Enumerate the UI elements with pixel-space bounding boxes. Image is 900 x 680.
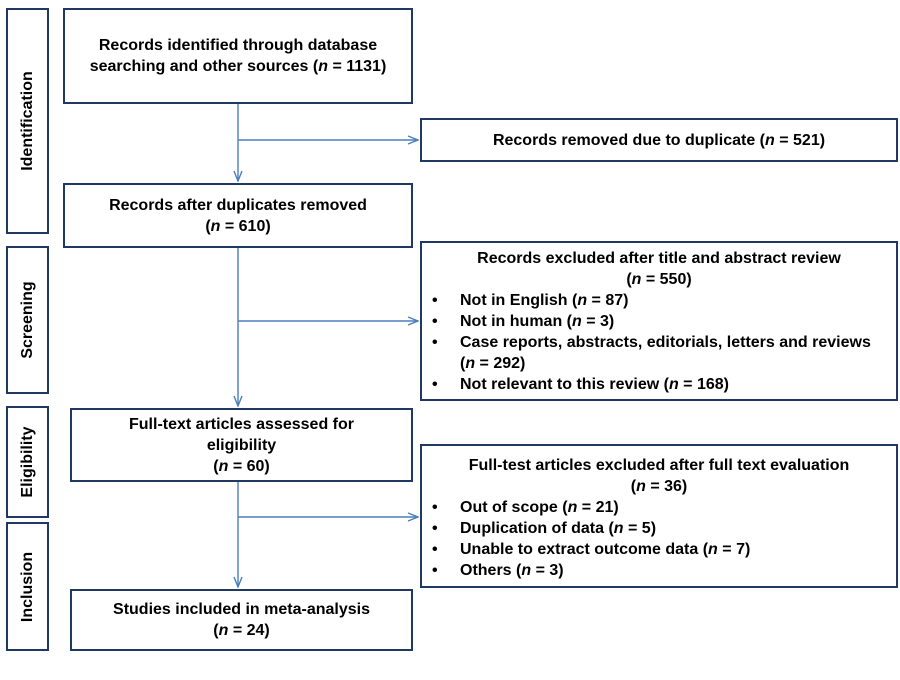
- fulltext-assessed-line1: Full-text articles assessed for: [129, 415, 354, 433]
- phase-eligibility: Eligibility: [6, 406, 49, 518]
- records-removed-duplicate-box: Records removed due to duplicate (n = 52…: [420, 118, 898, 162]
- records-removed-duplicate-text: Records removed due to duplicate (n = 52…: [492, 131, 826, 149]
- records-after-duplicates-box: Records after duplicates removed (n = 61…: [63, 183, 413, 248]
- list-item: Not in English (n = 87): [430, 290, 888, 311]
- excluded-fulltext-list: Out of scope (n = 21) Duplication of dat…: [430, 497, 888, 581]
- list-item: Others (n = 3): [430, 560, 888, 581]
- excluded-screening-list: Not in English (n = 87) Not in human (n …: [430, 290, 888, 395]
- list-item: Not relevant to this review (n = 168): [430, 374, 888, 395]
- excluded-fulltext-title: Full-test articles excluded after full t…: [468, 457, 850, 474]
- excluded-screening-title: Records excluded after title and abstrac…: [477, 250, 841, 267]
- fulltext-assessed-line3: (n = 60): [213, 457, 270, 475]
- studies-included-line2: (n = 24): [213, 622, 270, 639]
- phase-identification-label: Identification: [18, 71, 36, 171]
- records-identified-line1: Records identified through database: [98, 37, 378, 54]
- list-item: Duplication of data (n = 5): [430, 518, 888, 539]
- records-identified-line2: searching and other sources (n = 1131): [89, 58, 387, 75]
- phase-inclusion-label: Inclusion: [18, 551, 36, 622]
- excluded-fulltext-count: (n = 36): [630, 478, 688, 495]
- studies-included-line1: Studies included in meta-analysis: [113, 601, 370, 618]
- excluded-screening-count: (n = 550): [626, 271, 692, 288]
- studies-included-box: Studies included in meta-analysis (n = 2…: [70, 589, 413, 651]
- list-item: Not in human (n = 3): [430, 311, 888, 332]
- phase-identification: Identification: [6, 8, 49, 234]
- records-after-duplicates-line1: Records after duplicates removed: [109, 196, 367, 214]
- records-excluded-screening-box: Records excluded after title and abstrac…: [420, 241, 898, 401]
- records-identified-box: Records identified through database sear…: [63, 8, 413, 104]
- fulltext-assessed-box: Full-text articles assessed for eligibil…: [70, 408, 413, 482]
- list-item: Unable to extract outcome data (n = 7): [430, 539, 888, 560]
- phase-screening-label: Screening: [18, 281, 36, 359]
- phase-screening: Screening: [6, 246, 49, 394]
- list-item: Case reports, abstracts, editorials, let…: [430, 332, 888, 374]
- phase-eligibility-label: Eligibility: [18, 426, 36, 498]
- fulltext-assessed-line2: eligibility: [206, 436, 277, 454]
- records-after-duplicates-line2: (n = 610): [205, 217, 271, 235]
- phase-inclusion: Inclusion: [6, 522, 49, 651]
- list-item: Out of scope (n = 21): [430, 497, 888, 518]
- fulltext-excluded-box: Full-test articles excluded after full t…: [420, 444, 898, 588]
